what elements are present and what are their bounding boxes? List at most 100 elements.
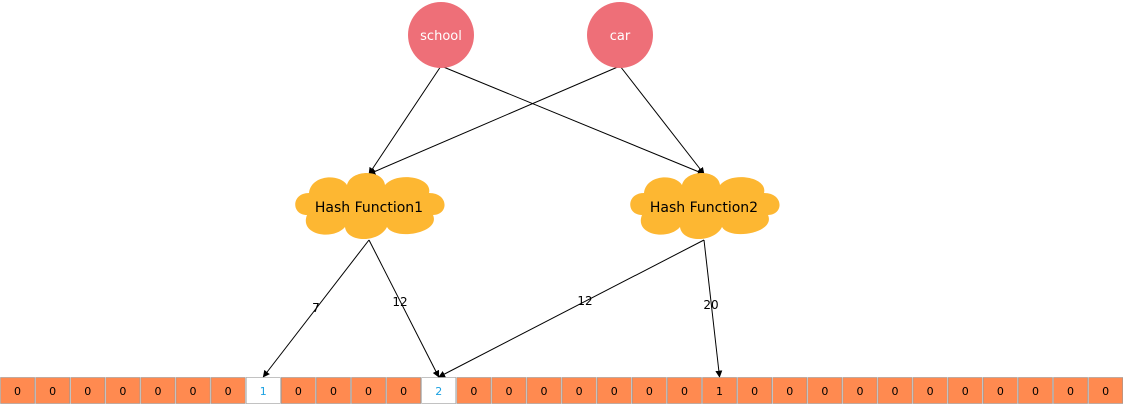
bit-cell-box[interactable] <box>1053 377 1088 404</box>
bit-cell-box[interactable] <box>912 377 948 404</box>
input-node-school-label: school <box>420 29 462 44</box>
bit-cell-value: 0 <box>295 385 302 398</box>
edge-car-to-h2 <box>619 65 705 175</box>
cloud-icon[interactable] <box>295 173 445 239</box>
bit-cell-box[interactable] <box>175 377 211 404</box>
bit-cell[interactable]: 0 <box>1088 377 1123 404</box>
bit-cell[interactable]: 0 <box>596 377 632 404</box>
bit-cell-box[interactable] <box>596 377 632 404</box>
edge-car-to-h1 <box>368 65 621 175</box>
edge-label: 12 <box>577 294 592 308</box>
bit-cell-box[interactable] <box>421 377 457 404</box>
bit-cell-box[interactable] <box>0 377 35 404</box>
bit-cell[interactable]: 0 <box>105 377 141 404</box>
bit-cell[interactable]: 0 <box>0 377 35 404</box>
bit-cell-box[interactable] <box>702 377 737 404</box>
bit-cell[interactable]: 0 <box>175 377 211 404</box>
bit-cell-box[interactable] <box>210 377 246 404</box>
bit-cell[interactable]: 0 <box>842 377 878 404</box>
bit-cell-box[interactable] <box>105 377 141 404</box>
bit-cell-value: 0 <box>470 385 477 398</box>
bit-cell[interactable]: 1 <box>702 377 737 404</box>
bit-cell[interactable]: 0 <box>772 377 808 404</box>
bit-cell-box[interactable] <box>351 377 386 404</box>
bit-cell[interactable]: 0 <box>491 377 527 404</box>
bit-cell-box[interactable] <box>280 377 316 404</box>
edge-h1-to-cell-7 <box>262 239 370 378</box>
bit-cell-box[interactable] <box>982 377 1018 404</box>
bit-cell-box[interactable] <box>316 377 351 404</box>
bit-cell-value: 0 <box>997 385 1004 398</box>
bit-cell[interactable]: 0 <box>1053 377 1088 404</box>
bit-cell[interactable]: 0 <box>70 377 106 404</box>
input-node-car[interactable]: car <box>587 2 653 68</box>
bit-cell-box[interactable] <box>1088 377 1123 404</box>
bit-cell-value: 0 <box>330 385 337 398</box>
bit-cell-value: 0 <box>786 385 793 398</box>
bit-cell-box[interactable] <box>35 377 70 404</box>
bit-cell[interactable]: 0 <box>280 377 316 404</box>
bit-cell-box[interactable] <box>1018 377 1053 404</box>
bit-cell-box[interactable] <box>245 377 281 404</box>
bit-cell-value: 0 <box>400 385 407 398</box>
bit-cell-box[interactable] <box>491 377 527 404</box>
bit-cell[interactable]: 2 <box>421 377 457 404</box>
cloud-icon[interactable] <box>630 173 780 239</box>
bit-cell[interactable]: 0 <box>316 377 351 404</box>
bit-cell-value: 0 <box>927 385 934 398</box>
bit-cell[interactable]: 0 <box>912 377 948 404</box>
bit-cell-value: 1 <box>260 385 267 398</box>
bit-cell-value: 0 <box>681 385 688 398</box>
bit-cell[interactable]: 0 <box>667 377 702 404</box>
bit-cell-box[interactable] <box>877 377 913 404</box>
bit-cell-value: 0 <box>505 385 512 398</box>
bit-cell-value: 0 <box>646 385 653 398</box>
bit-cell[interactable]: 1 <box>245 377 281 404</box>
hash-layer: Hash Function1 Hash Function2 <box>295 173 780 239</box>
bit-cell-box[interactable] <box>561 377 597 404</box>
bit-cell[interactable]: 0 <box>140 377 176 404</box>
bit-cell-box[interactable] <box>667 377 702 404</box>
hash-function2-label: Hash Function2 <box>650 200 758 216</box>
bit-cell-value: 0 <box>49 385 56 398</box>
bit-cell[interactable]: 0 <box>456 377 492 404</box>
bit-cell-value: 0 <box>84 385 91 398</box>
bit-cell-value: 0 <box>856 385 863 398</box>
bit-cell-value: 0 <box>1102 385 1109 398</box>
bit-cell[interactable]: 0 <box>631 377 667 404</box>
bit-cell-value: 0 <box>576 385 583 398</box>
bit-cell-value: 0 <box>190 385 197 398</box>
bit-cell-value: 0 <box>892 385 899 398</box>
bit-cell-value: 0 <box>1032 385 1039 398</box>
bit-cell[interactable]: 0 <box>947 377 983 404</box>
bit-cell-value: 2 <box>435 385 442 398</box>
bit-cell[interactable]: 0 <box>737 377 772 404</box>
bit-cell[interactable]: 0 <box>807 377 843 404</box>
bit-cell[interactable]: 0 <box>877 377 913 404</box>
bit-cell-box[interactable] <box>737 377 772 404</box>
bit-cell[interactable]: 0 <box>1018 377 1053 404</box>
bit-cell-box[interactable] <box>526 377 562 404</box>
input-node-school-circle[interactable] <box>408 2 474 68</box>
bit-cell-box[interactable] <box>772 377 808 404</box>
input-node-car-circle[interactable] <box>587 2 653 68</box>
hash-function2-cloud[interactable]: Hash Function2 <box>630 173 780 239</box>
bit-cell-box[interactable] <box>842 377 878 404</box>
bit-cell[interactable]: 0 <box>561 377 597 404</box>
bit-cell[interactable]: 0 <box>982 377 1018 404</box>
bit-cell-box[interactable] <box>456 377 492 404</box>
hash-function1-cloud[interactable]: Hash Function1 <box>295 173 445 239</box>
bit-cell-box[interactable] <box>70 377 106 404</box>
bit-cell[interactable]: 0 <box>526 377 562 404</box>
bit-cell[interactable]: 0 <box>35 377 70 404</box>
bit-cell-box[interactable] <box>631 377 667 404</box>
bit-cell[interactable]: 0 <box>210 377 246 404</box>
bit-cell[interactable]: 0 <box>351 377 386 404</box>
input-node-school[interactable]: school <box>408 2 474 68</box>
bit-cell-box[interactable] <box>807 377 843 404</box>
bit-cell-box[interactable] <box>947 377 983 404</box>
bit-cell-box[interactable] <box>140 377 176 404</box>
bit-cell-box[interactable] <box>386 377 422 404</box>
bit-cell[interactable]: 0 <box>386 377 422 404</box>
